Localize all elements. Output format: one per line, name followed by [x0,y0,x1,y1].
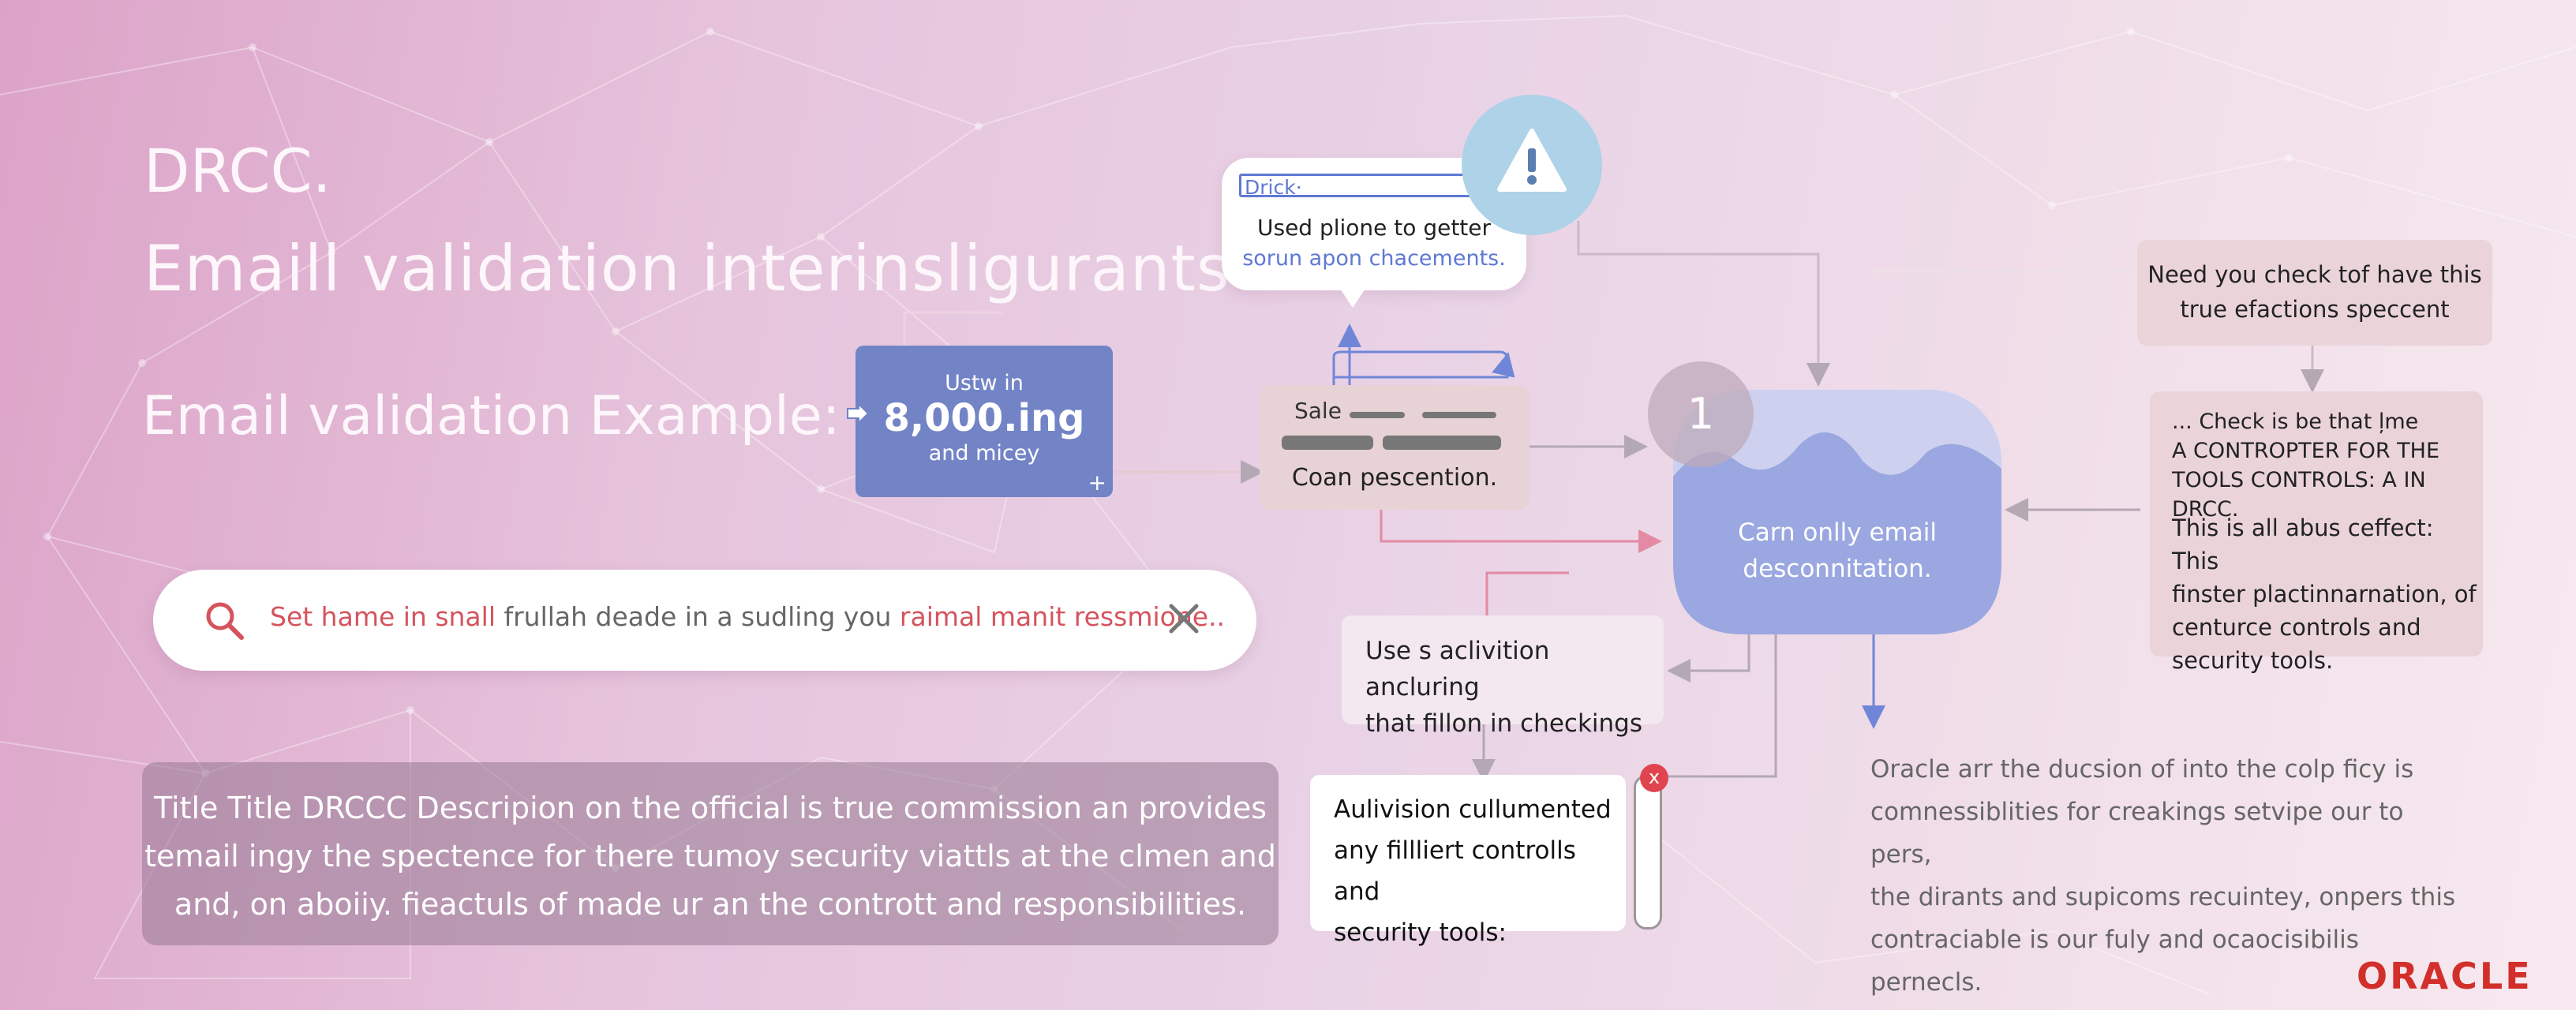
controls-info-line: A CONTROPTER FOR THE [2172,439,2440,463]
activation-line1: Use s aclivition ancluring [1365,637,1550,701]
controls-info-line: ... Check is be that ļme [2172,410,2419,434]
close-icon[interactable] [1166,601,1201,636]
auli-line1: Aulivision cullumented [1334,795,1612,824]
header-kicker: DRCC. [144,136,331,206]
activation-line2: that fillon in checkings [1365,709,1642,738]
sale-bar [1383,436,1501,450]
page-subtitle: Email validation Example: [142,385,841,447]
auli-box: Aulivision cullumented any fillliert con… [1310,775,1662,947]
controls-info-lower: This is all abus ceffect: This finster p… [2172,511,2483,677]
step-number-badge: 1 [1648,361,1754,467]
bubble-text-line1: Used plione to getter [1256,215,1492,241]
note-line: the dirants and supicoms recuintey, onpe… [1870,883,2456,911]
cursor-icon [847,402,870,425]
note-line: comnessiblities for creakings setvipe ou… [1870,798,2404,869]
note-line: Oracle arr the ducsion of into the colp … [1870,755,2414,784]
hub-node[interactable]: Carn onlly email desconnitation. [1673,390,2001,634]
sale-caption: Coan pescention. [1291,464,1498,492]
check-note-box: Need you check tof have this true efacti… [2137,240,2492,346]
stat-card[interactable]: Ustw in 8,000.ing and micey + [847,346,1113,497]
sale-bar [1422,412,1496,418]
stat-label-bottom: and micey [928,441,1040,466]
hub-shape [1673,390,2001,634]
hub-caption: Carn onlly email desconnitation. [1673,514,2001,587]
oracle-logo: ORACLE [2357,955,2533,997]
hub-caption-line1: Carn onlly email [1738,518,1937,547]
note-line: contraciable is our fuly and ocaocisibil… [1870,926,2359,997]
hub-caption-line2: desconnitation. [1743,555,1932,583]
page-title: Emaill validation interinsligurants [144,232,1230,305]
plus-icon[interactable]: + [1088,469,1106,496]
search-bar[interactable]: Set hame in snall frullah deade in a sud… [153,570,1256,671]
description-line: and, on aboiiy. fieactuls of made ur an … [174,887,1247,922]
auli-line2: any fillliert controlls and [1334,836,1576,906]
description-line: temail ingy the spectence for there tumo… [144,839,1276,873]
search-icon[interactable] [202,598,246,642]
controls-info-line: This is all abus ceffect: This [2172,514,2434,574]
search-query-middle: frullah deade in a sudling you [496,601,900,632]
search-query[interactable]: Set hame in snall frullah deade in a sud… [270,601,1225,632]
check-note-line2: true efactions speccent [2180,296,2450,323]
close-badge[interactable]: x [1640,764,1668,792]
controls-info-box: ... Check is be that ļme A CONTROPTER F… [2150,391,2483,674]
description-panel: Title Title DRCCC Descripion on the offi… [142,762,1279,945]
scrollbar[interactable] [1634,775,1662,930]
controls-info-line: TOOLS CONTROLS: A IN DRCC. [2172,468,2426,522]
controls-info-line: finster plactinnarnation, of [2172,581,2477,608]
warning-icon [1497,129,1567,192]
sale-card[interactable]: Sale Coan pescention. [1260,385,1530,510]
description-line: Title Title DRCCC Descripion on the offi… [153,791,1267,825]
sale-bar [1350,412,1405,418]
warning-badge [1462,95,1602,235]
controls-info-line: security tools. [2172,647,2334,674]
stat-value: 8,000.ing [883,396,1085,440]
bubble-text-line2: sorun apon chacements. [1242,246,1506,271]
activation-box: Use s aclivition ancluring that fillon i… [1342,615,1664,738]
sale-bar [1282,436,1373,450]
controls-info-upper: ... Check is be that ļme A CONTROPTER F… [2172,407,2483,524]
oracle-note: Oracle arr the ducsion of into the colp … [1870,748,2470,1004]
auli-line3: security tools: [1334,918,1507,947]
stat-label-top: Ustw in [945,371,1024,395]
bubble-input[interactable]: Drick· [1239,174,1492,199]
sale-label: Sale [1294,398,1342,424]
controls-info-line: centurce controls and [2172,614,2421,641]
check-note-line1: Need you check tof have this [2147,261,2482,288]
search-query-highlight-start: Set hame in snall [270,601,496,632]
bubble-tail [1340,289,1365,308]
